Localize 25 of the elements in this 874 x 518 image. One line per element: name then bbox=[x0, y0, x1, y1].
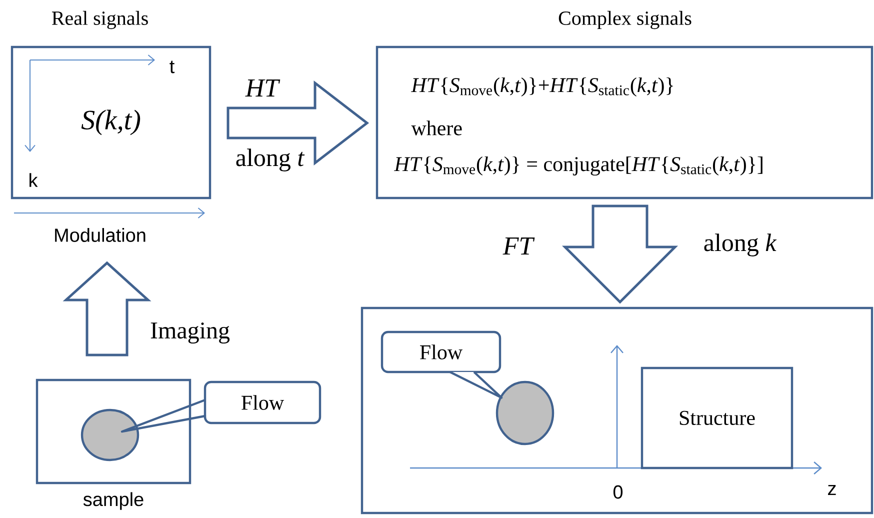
axis-label: z bbox=[828, 484, 836, 495]
direction-label: Modulation bbox=[55, 228, 146, 242]
transform-label: along t bbox=[236, 148, 305, 172]
panel-heading: Complex signals bbox=[558, 10, 692, 30]
block-arrow bbox=[226, 80, 370, 166]
axis-label: k bbox=[30, 173, 38, 187]
callout-box: Flow bbox=[204, 380, 322, 424]
block-arrow bbox=[62, 261, 152, 356]
panel-heading: Real signals bbox=[52, 10, 148, 30]
edge-label: FT bbox=[502, 236, 535, 256]
circle-shape bbox=[496, 380, 554, 446]
axis-label: 0 bbox=[613, 485, 623, 499]
formula-text: HT{S$_{move}$(k,t)}+HT{S$_{static}$(k,t)} bbox=[411, 77, 673, 97]
circle-shape bbox=[80, 408, 140, 462]
body-text: where bbox=[411, 120, 462, 136]
callout-pointer bbox=[448, 370, 503, 399]
edge-label: HT bbox=[244, 78, 280, 98]
transform-label: along k bbox=[704, 234, 777, 256]
frame-box bbox=[360, 306, 874, 514]
block-arrow bbox=[562, 204, 678, 304]
caption-text: sample bbox=[83, 492, 144, 510]
process-box: Structure bbox=[640, 366, 794, 470]
axis-label: t bbox=[170, 60, 175, 74]
edge-label: Imaging bbox=[149, 321, 231, 345]
formula-text: HT{S$_{move}$(k,t)} = conjugate[HT{S$_{static}$(k,t)}] bbox=[394, 156, 762, 176]
